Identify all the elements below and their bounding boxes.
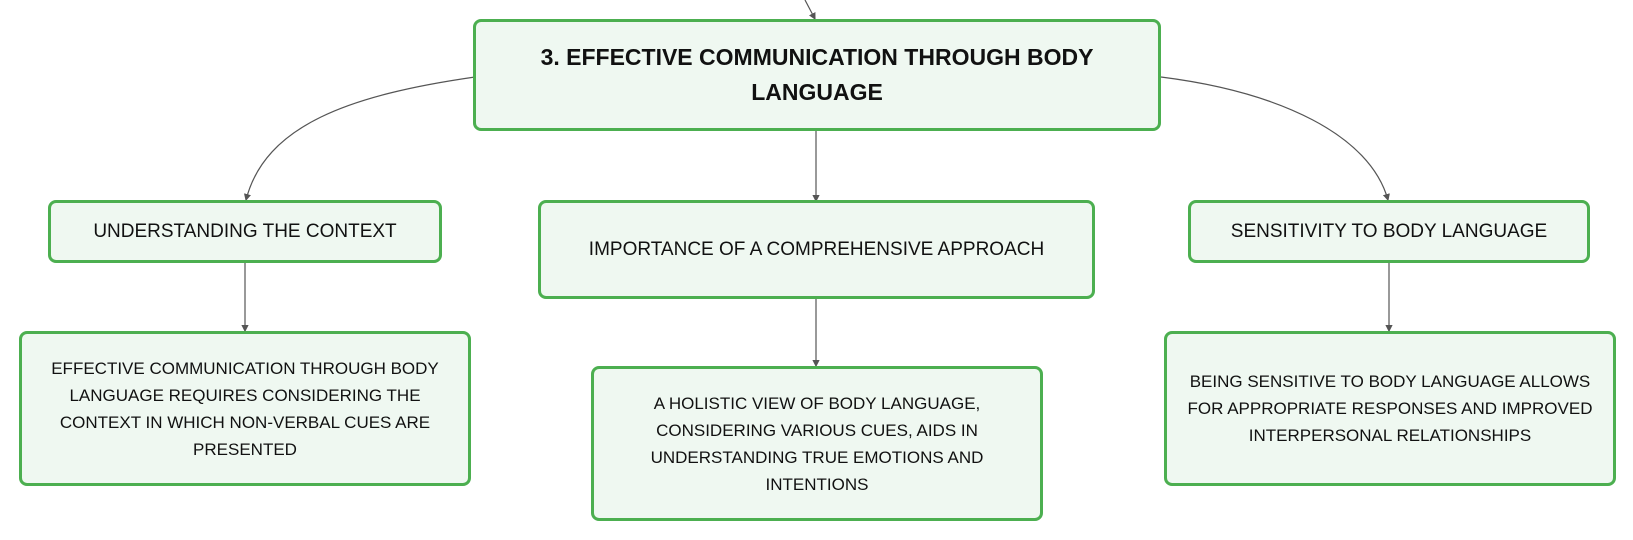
detail-understanding-context[interactable]: EFFECTIVE COMMUNICATION THROUGH BODY LAN… (19, 331, 471, 486)
branch-sensitivity[interactable]: SENSITIVITY TO BODY LANGUAGE (1188, 200, 1590, 263)
connector-root-to-branch-sensitivity (1160, 76, 1390, 202)
detail-sensitivity[interactable]: BEING SENSITIVE TO BODY LANGUAGE ALLOWS … (1164, 331, 1616, 486)
connector-root-to-branch-context (243, 76, 476, 202)
root-topic-label: 3. EFFECTIVE COMMUNICATION THROUGH BODY … (540, 44, 1094, 105)
branch-comprehensive-approach[interactable]: IMPORTANCE OF A COMPREHENSIVE APPROACH (538, 200, 1095, 299)
branch-label: UNDERSTANDING THE CONTEXT (93, 220, 397, 242)
root-topic[interactable]: 3. EFFECTIVE COMMUNICATION THROUGH BODY … (473, 19, 1161, 131)
detail-label: EFFECTIVE COMMUNICATION THROUGH BODY LAN… (51, 358, 439, 459)
branch-understanding-context[interactable]: UNDERSTANDING THE CONTEXT (48, 200, 442, 263)
detail-label: BEING SENSITIVE TO BODY LANGUAGE ALLOWS … (1187, 372, 1593, 445)
connector-parent-to-root (804, 0, 816, 21)
branch-label: IMPORTANCE OF A COMPREHENSIVE APPROACH (588, 238, 1045, 260)
detail-comprehensive-approach[interactable]: A HOLISTIC VIEW OF BODY LANGUAGE, CONSID… (591, 366, 1043, 521)
detail-label: A HOLISTIC VIEW OF BODY LANGUAGE, CONSID… (650, 393, 984, 494)
branch-label: SENSITIVITY TO BODY LANGUAGE (1230, 220, 1548, 242)
